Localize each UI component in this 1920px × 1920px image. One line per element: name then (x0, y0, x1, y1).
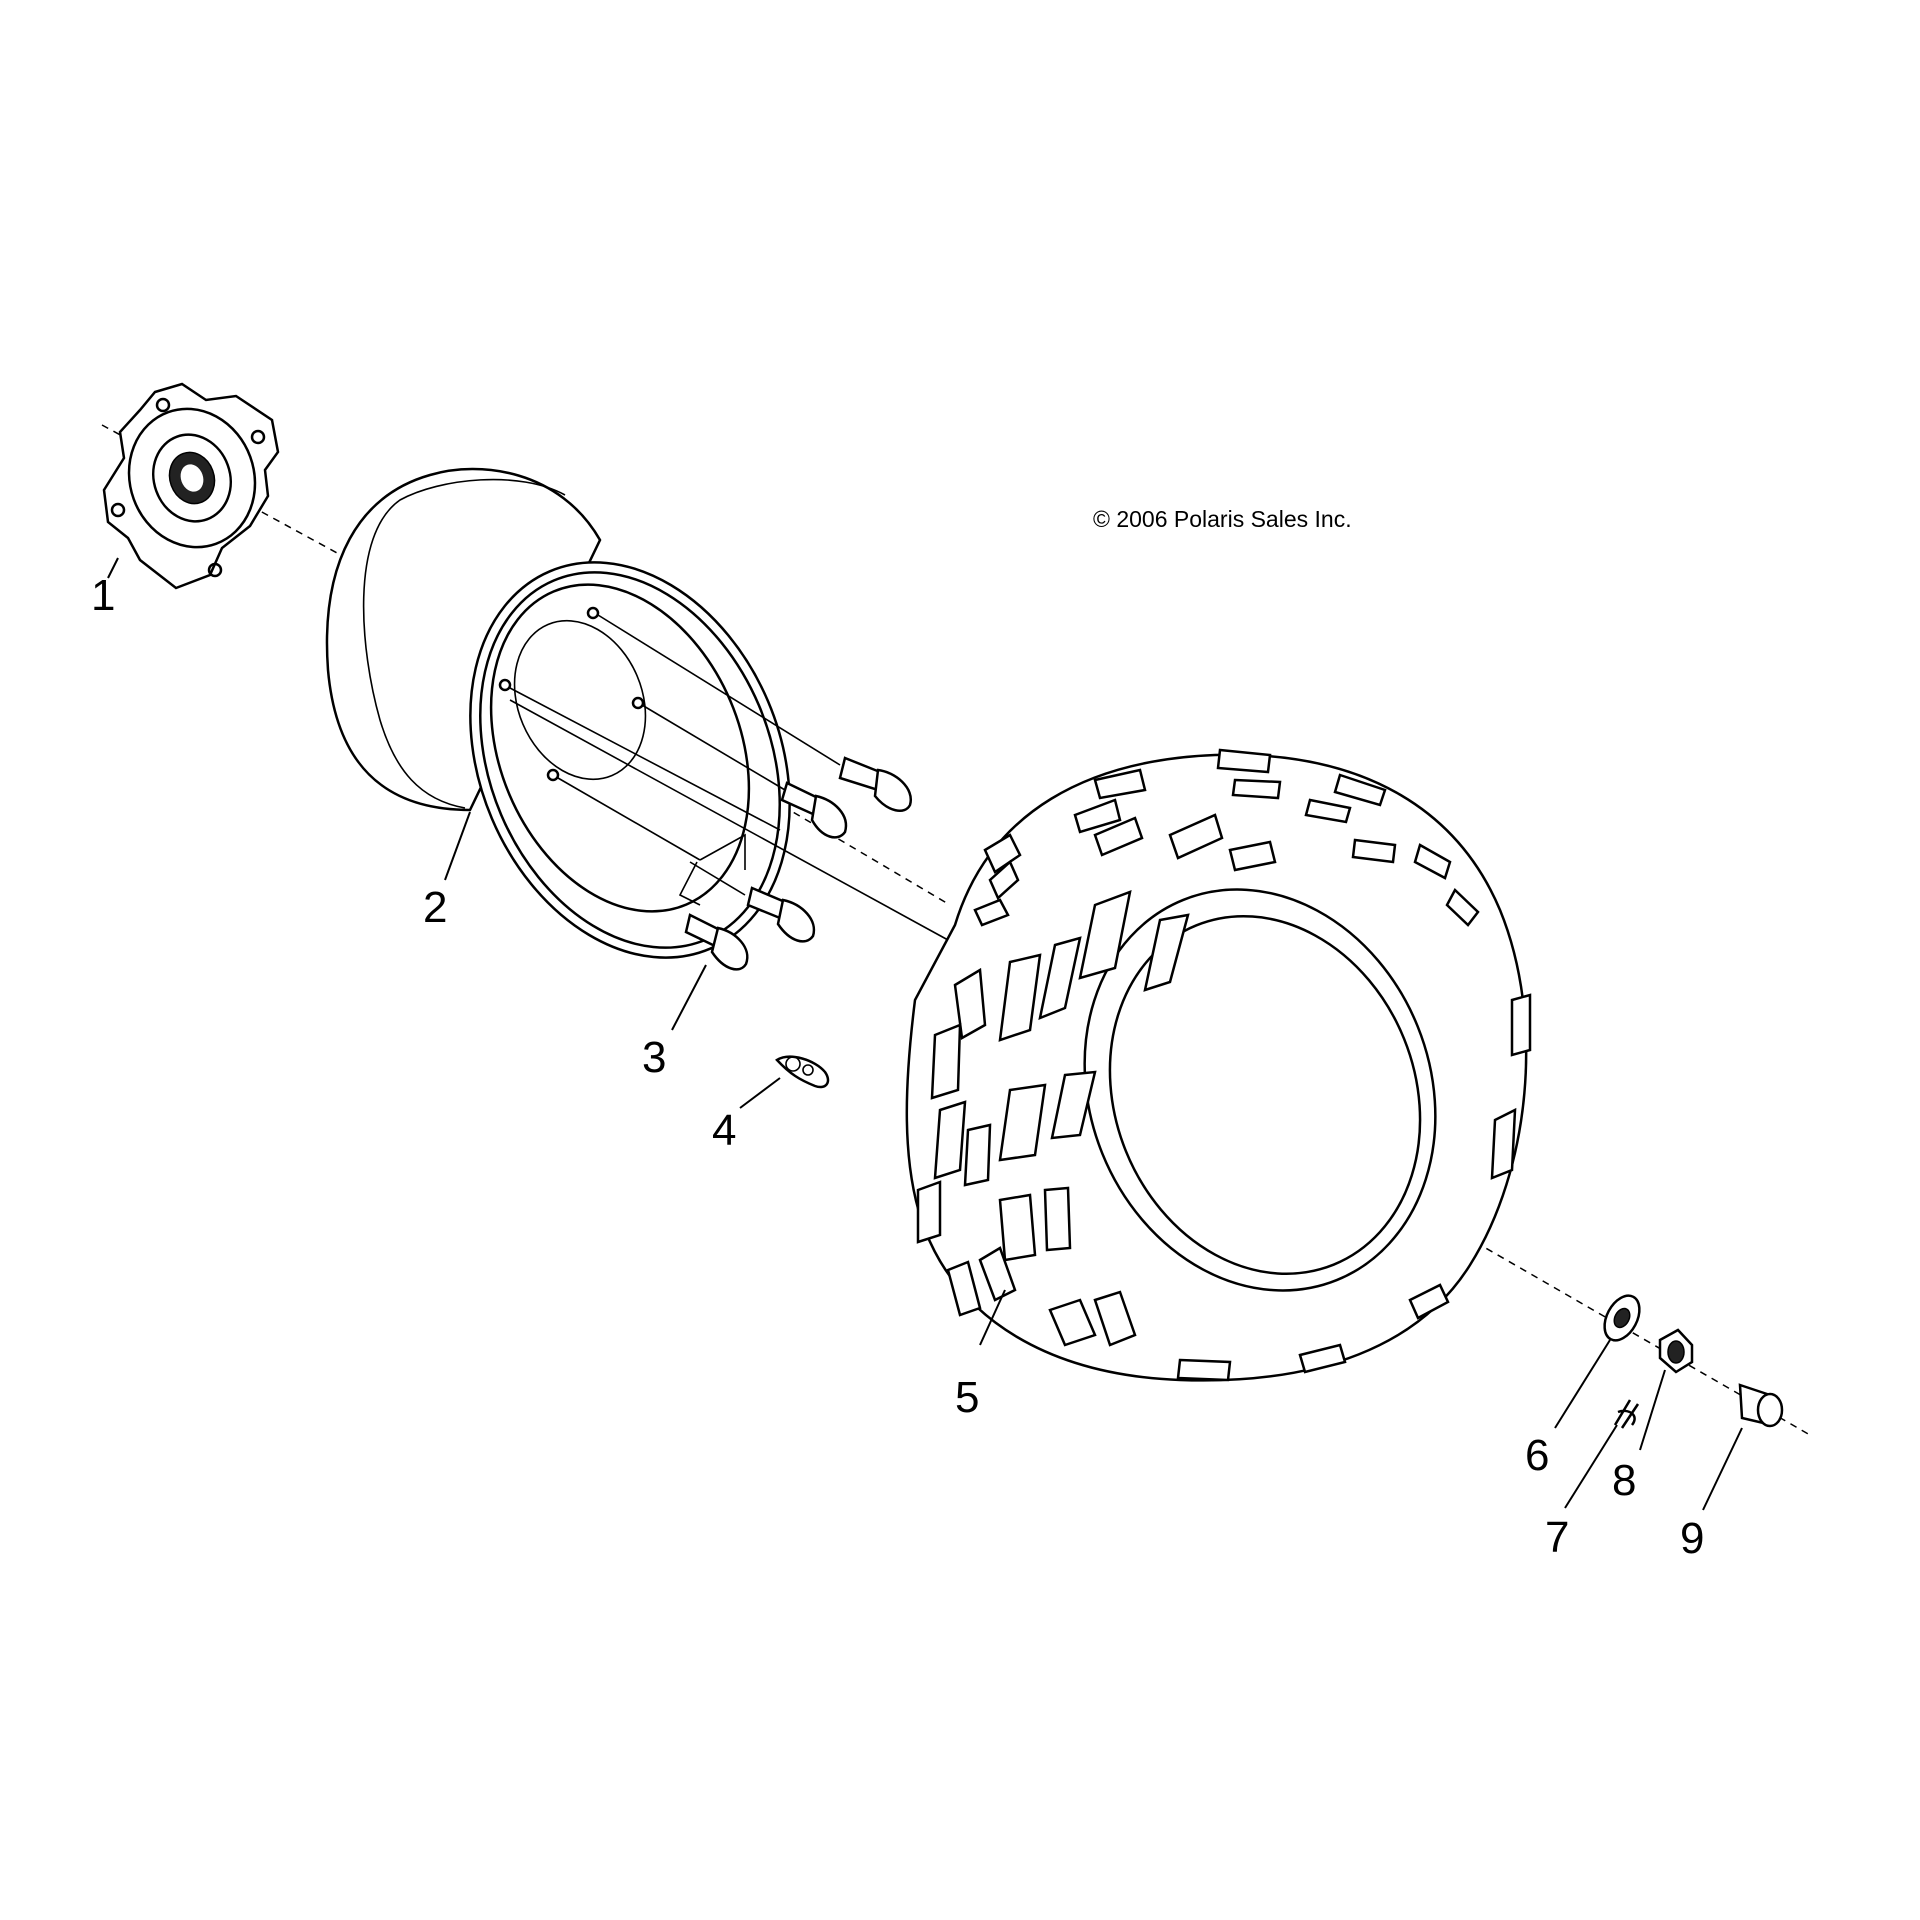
part-label-1: 1 (91, 571, 115, 620)
washer-part (1603, 1294, 1641, 1342)
leader-lines (107, 557, 1743, 1511)
part-label-6: 6 (1525, 1431, 1549, 1480)
part-label-5: 5 (955, 1373, 979, 1422)
hub-part (102, 382, 280, 590)
wheel-part (325, 467, 791, 959)
part-label-7: 7 (1545, 1513, 1569, 1562)
part-labels: 1 2 3 4 5 6 7 8 9 (91, 571, 1704, 1563)
castle-nut-part (1658, 1328, 1694, 1374)
part-label-4: 4 (712, 1106, 736, 1155)
part-label-8: 8 (1612, 1456, 1636, 1505)
copyright-text: © 2006 Polaris Sales Inc. (1093, 506, 1352, 532)
cap-part (1738, 1383, 1784, 1428)
part-label-9: 9 (1680, 1514, 1704, 1563)
cotter-pin-part (1613, 1399, 1640, 1429)
part-label-3: 3 (642, 1033, 666, 1082)
valve-stem-part (775, 1055, 830, 1089)
tire-part (905, 748, 1532, 1382)
tread-lugs (916, 748, 1532, 1382)
lug-nut-part (684, 756, 912, 971)
stud-lines (509, 614, 949, 941)
part-label-2: 2 (423, 883, 447, 932)
